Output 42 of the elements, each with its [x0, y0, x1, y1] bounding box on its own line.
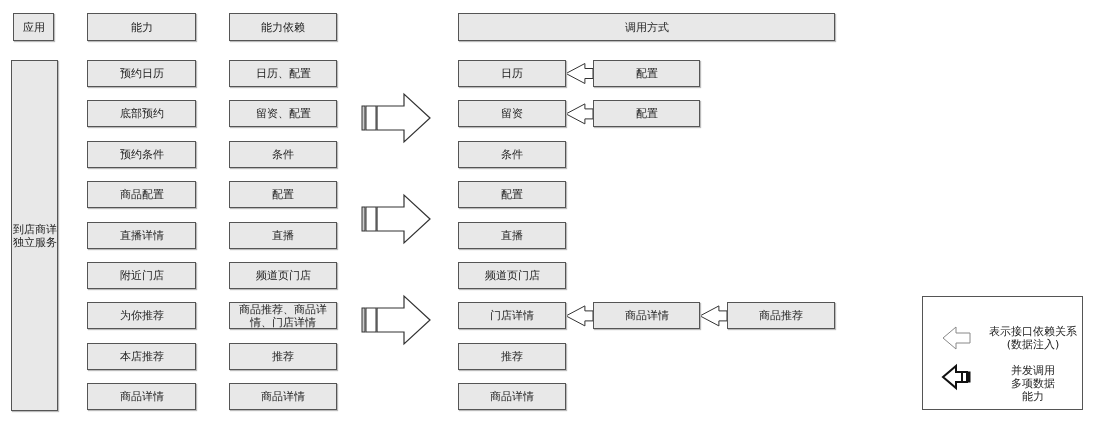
process-box: 预约条件 [87, 140, 196, 168]
process-box: 门店详情 [458, 302, 566, 330]
process-box: 商品详情 [458, 383, 566, 411]
process-box: 配置 [458, 181, 566, 209]
process-box: 预约日历 [87, 60, 196, 87]
process-box: 商品详情 [593, 302, 700, 330]
process-box: 日历 [458, 60, 566, 87]
process-box: 底部预约 [87, 100, 196, 128]
process-box: 推荐 [229, 342, 337, 370]
process-box: 商品详情 [87, 383, 196, 411]
legend-text: 并发调用多项数据能力 [1009, 364, 1057, 403]
process-box: 日历、配置 [229, 60, 337, 87]
process-box: 配置 [229, 181, 337, 209]
process-box: 配置 [593, 100, 700, 128]
process-box: 留资、配置 [229, 100, 337, 128]
arrow [565, 103, 594, 125]
header-box: 应用 [13, 13, 54, 41]
process-box: 频道页门店 [229, 262, 337, 289]
process-box: 附近门店 [87, 262, 196, 289]
process-box: 频道页门店 [458, 262, 566, 289]
arrow [565, 305, 594, 327]
arrow [565, 63, 594, 84]
process-box: 商品推荐、商品详情、门店详情 [229, 302, 337, 330]
process-box: 本店推荐 [87, 342, 196, 370]
process-box: 商品配置 [87, 181, 196, 209]
header-box: 调用方式 [458, 13, 835, 41]
legend-text: 表示接口依赖关系(数据注入) [987, 325, 1079, 351]
process-box: 为你推荐 [87, 302, 196, 330]
header-box: 能力依赖 [229, 13, 337, 41]
process-box: 直播详情 [87, 221, 196, 249]
process-box: 配置 [593, 60, 700, 87]
arrow [699, 305, 728, 327]
process-box: 推荐 [458, 342, 566, 370]
process-box: 直播 [458, 221, 566, 249]
header-box: 能力 [87, 13, 196, 41]
process-box: 条件 [458, 140, 566, 168]
process-box: 商品详情 [229, 383, 337, 411]
process-box: 商品推荐 [727, 302, 835, 330]
process-box: 留资 [458, 100, 566, 128]
process-box: 直播 [229, 221, 337, 249]
process-box: 条件 [229, 140, 337, 168]
service-box: 到店商详独立服务 [11, 60, 58, 411]
